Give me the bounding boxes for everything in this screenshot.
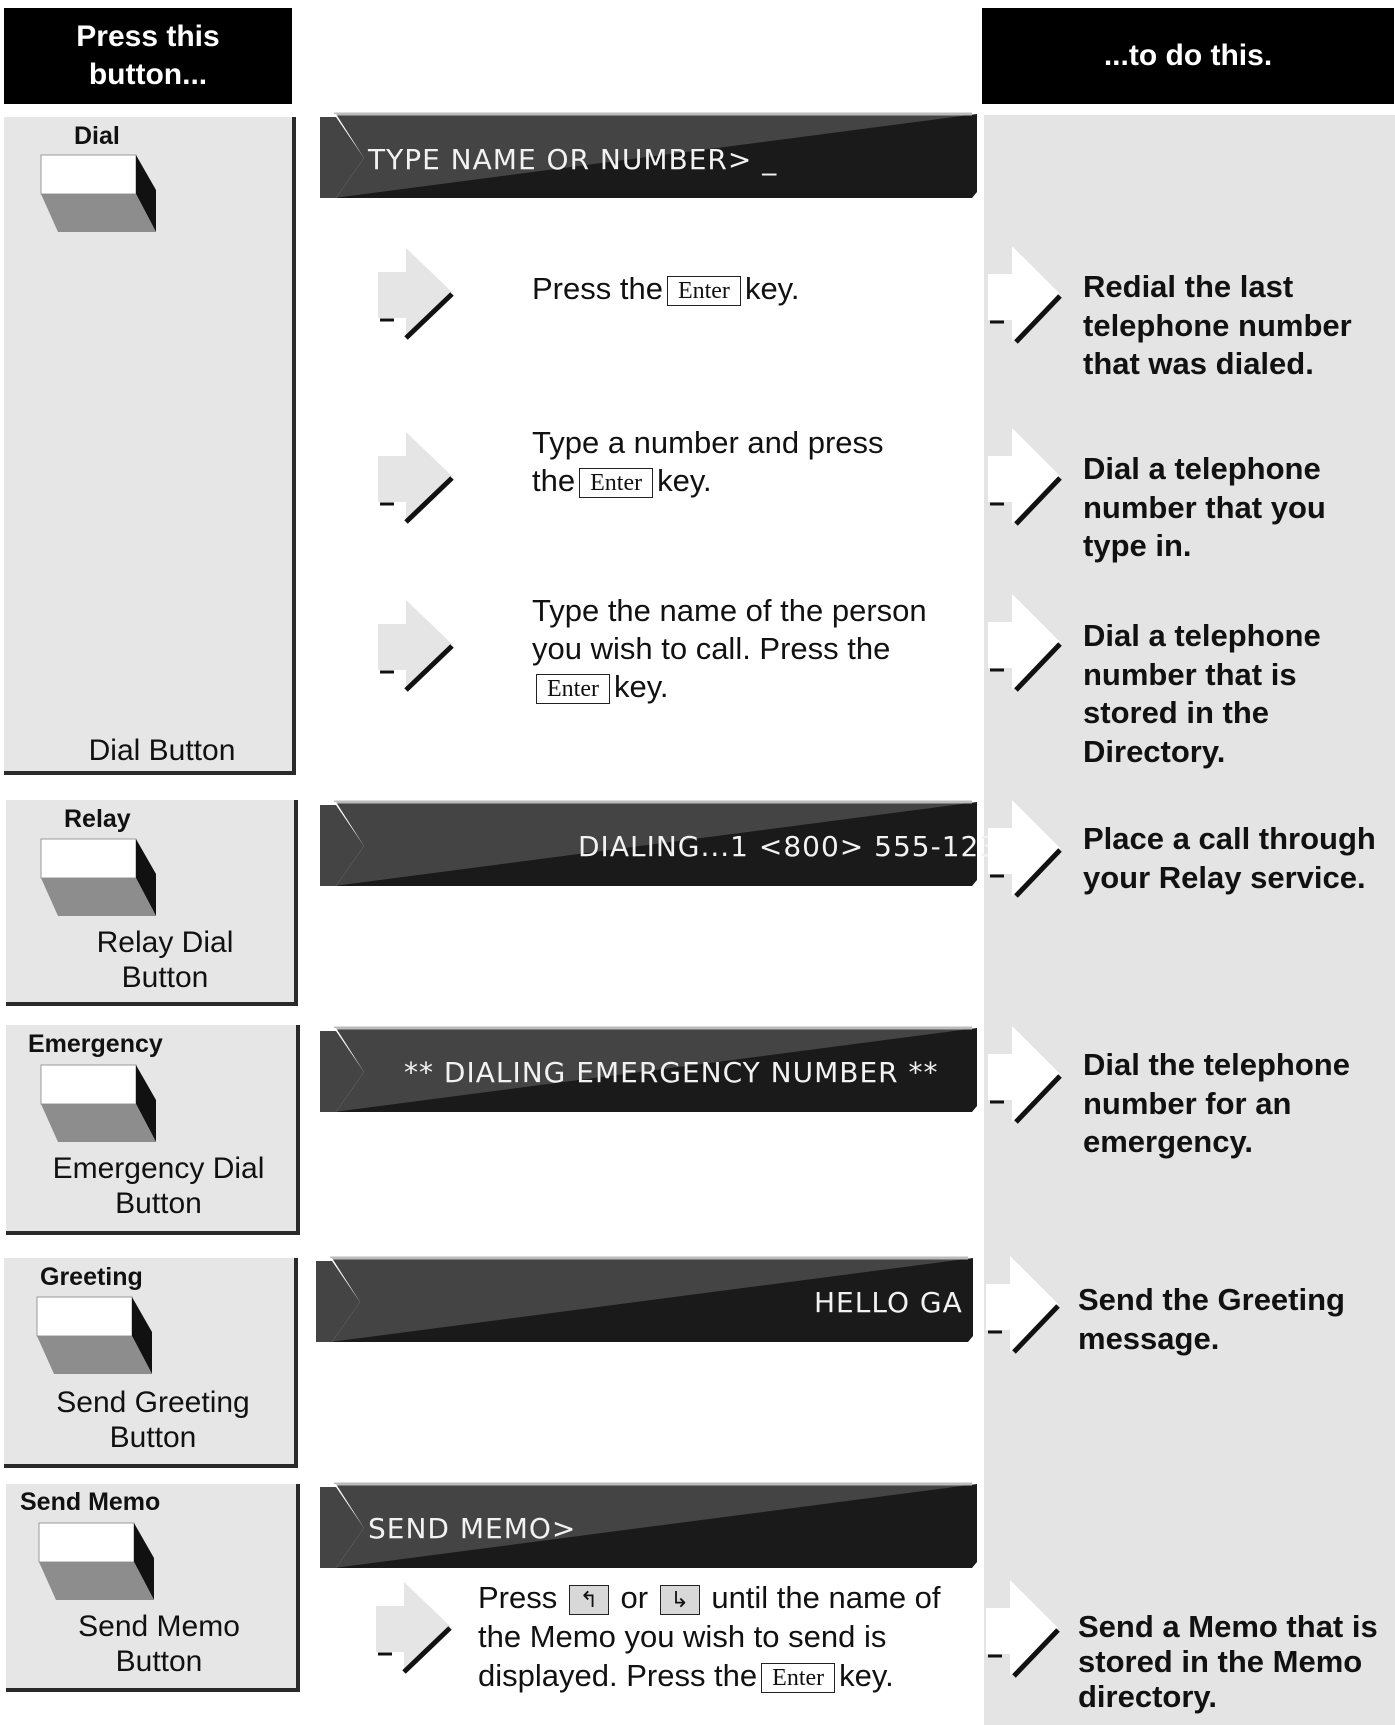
result-arrow-icon	[988, 594, 1062, 692]
step-text-end: key.	[839, 1658, 894, 1693]
step-arrow-icon	[378, 248, 454, 340]
emergency-result: Dial the telephone number for an emergen…	[1083, 1047, 1350, 1159]
memo-display	[306, 1482, 977, 1582]
greeting-result: Send the Greeting message.	[1078, 1282, 1345, 1356]
right-header: ...to do this.	[982, 8, 1394, 104]
step-text: Type a number and press the	[532, 425, 884, 498]
emergency-display-text: ** DIALING EMERGENCY NUMBER **	[404, 1056, 939, 1089]
step-arrow-icon	[378, 600, 454, 692]
relay-display	[306, 800, 977, 900]
step-text: Press the	[532, 271, 663, 306]
relay-keycap-icon[interactable]	[38, 836, 158, 918]
result-column	[984, 115, 1395, 1725]
step-arrow-icon	[376, 1582, 452, 1674]
relay-result: Place a call through your Relay service.	[1083, 821, 1376, 895]
greeting-display	[302, 1256, 973, 1356]
emergency-display	[306, 1026, 977, 1126]
relay-button-name: Relay Dial Button	[96, 926, 234, 994]
result-arrow-icon	[988, 246, 1062, 344]
step-text: Type the name of the person you wish to …	[532, 593, 927, 666]
left-header-text: Press this button...	[76, 20, 220, 91]
enter-key: Enter	[579, 467, 654, 498]
dial-result-3: Dial a telephone number that is stored i…	[1083, 618, 1321, 769]
result-arrow-icon	[986, 1256, 1060, 1354]
relay-label: Relay	[64, 805, 131, 833]
dial-label: Dial	[74, 122, 120, 150]
relay-display-text: DIALING...1 <800> 555-1234	[578, 830, 1017, 863]
dial-display-text: TYPE NAME OR NUMBER> _	[368, 143, 778, 176]
emergency-keycap-icon[interactable]	[38, 1062, 158, 1144]
step-text-end: key.	[613, 669, 669, 704]
greeting-keycap-icon[interactable]	[34, 1294, 154, 1376]
memo-step: Press ↰ or ↳ until the name of the Memo …	[478, 1578, 968, 1695]
dial-result-2: Dial a telephone number that you type in…	[1083, 451, 1326, 563]
down-arrow-key-icon: ↳	[659, 1584, 700, 1615]
emergency-button-name: Emergency Dial Button	[52, 1152, 265, 1220]
left-header: Press this button...	[4, 8, 292, 104]
emergency-label: Emergency	[28, 1030, 163, 1058]
result-arrow-icon	[988, 1026, 1062, 1124]
greeting-label: Greeting	[40, 1263, 143, 1291]
dial-keycap-icon[interactable]	[38, 152, 158, 234]
greeting-button-name: Send Greeting Button	[56, 1386, 250, 1454]
dial-display	[306, 112, 977, 212]
memo-result: Send a Memo that is stored in the Memo d…	[1078, 1609, 1378, 1714]
step-text-end: key.	[744, 271, 800, 306]
result-arrow-icon	[988, 428, 1062, 526]
step-text-end: key.	[657, 463, 712, 498]
dial-result-1: Redial the last telephone number that wa…	[1083, 269, 1352, 381]
step-text: Press	[478, 1580, 558, 1615]
dial-button-name: Dial Button	[88, 734, 236, 767]
step-text-mid: until the name of the Memo you wish to s…	[478, 1580, 941, 1693]
enter-key: Enter	[761, 1662, 836, 1693]
memo-button-name: Send Memo Button	[78, 1610, 240, 1678]
memo-display-text: SEND MEMO>	[368, 1512, 577, 1545]
step-text-or: or	[620, 1580, 649, 1615]
up-arrow-key-icon: ↰	[568, 1584, 609, 1615]
dial-step-3: Type the name of the person you wish to …	[532, 592, 952, 706]
enter-key: Enter	[666, 275, 741, 306]
step-arrow-icon	[378, 432, 454, 524]
greeting-display-text: HELLO GA	[814, 1286, 963, 1319]
enter-key: Enter	[536, 673, 610, 704]
result-arrow-icon	[988, 800, 1062, 898]
memo-keycap-icon[interactable]	[36, 1520, 156, 1602]
memo-label: Send Memo	[20, 1488, 161, 1516]
result-arrow-icon	[986, 1580, 1060, 1678]
right-header-text: ...to do this.	[1103, 39, 1273, 72]
